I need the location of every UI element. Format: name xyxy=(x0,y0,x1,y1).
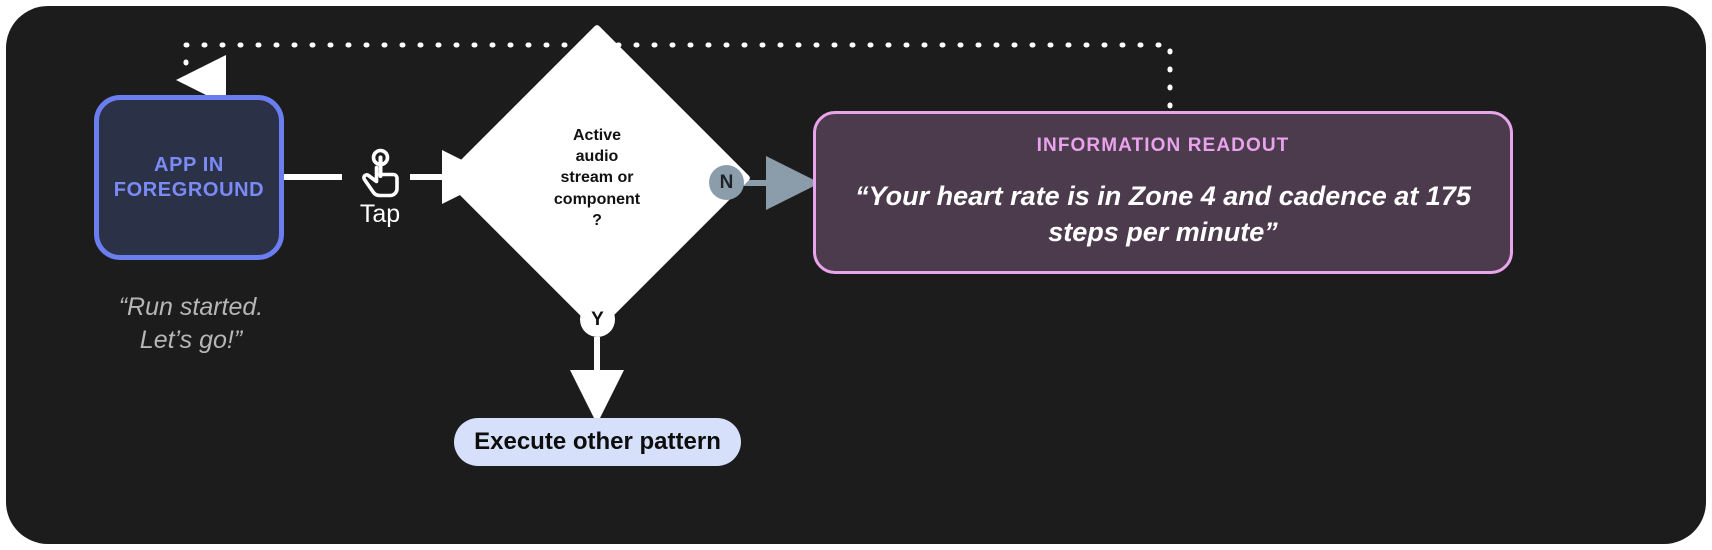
app-caption: “Run started. Let’s go!” xyxy=(118,293,264,354)
app-in-foreground-node[interactable]: APP IN FOREGROUND xyxy=(94,95,284,260)
branch-badge-no: N xyxy=(709,165,744,200)
tap-gesture-icon xyxy=(362,148,399,198)
app-in-foreground-label: APP IN FOREGROUND xyxy=(113,153,265,201)
connector-layer xyxy=(176,42,1173,424)
tap-gesture-group: Tap xyxy=(342,148,418,227)
information-readout-title: INFORMATION READOUT xyxy=(1036,135,1290,157)
decision-label: Active audio stream or component ? xyxy=(553,127,641,229)
diagram-canvas: APP IN FOREGROUND “Run started. Let’s go… xyxy=(6,6,1706,544)
decision-node[interactable]: Active audio stream or component ? xyxy=(442,23,752,333)
execute-other-pattern-label: Execute other pattern xyxy=(474,428,721,455)
information-readout-body: “Your heart rate is in Zone 4 and cadenc… xyxy=(855,181,1471,247)
information-readout-node[interactable]: INFORMATION READOUT “Your heart rate is … xyxy=(813,111,1513,274)
execute-other-pattern-node[interactable]: Execute other pattern xyxy=(454,418,741,466)
tap-gesture-label: Tap xyxy=(359,200,401,228)
branch-badge-yes: Y xyxy=(580,302,615,337)
